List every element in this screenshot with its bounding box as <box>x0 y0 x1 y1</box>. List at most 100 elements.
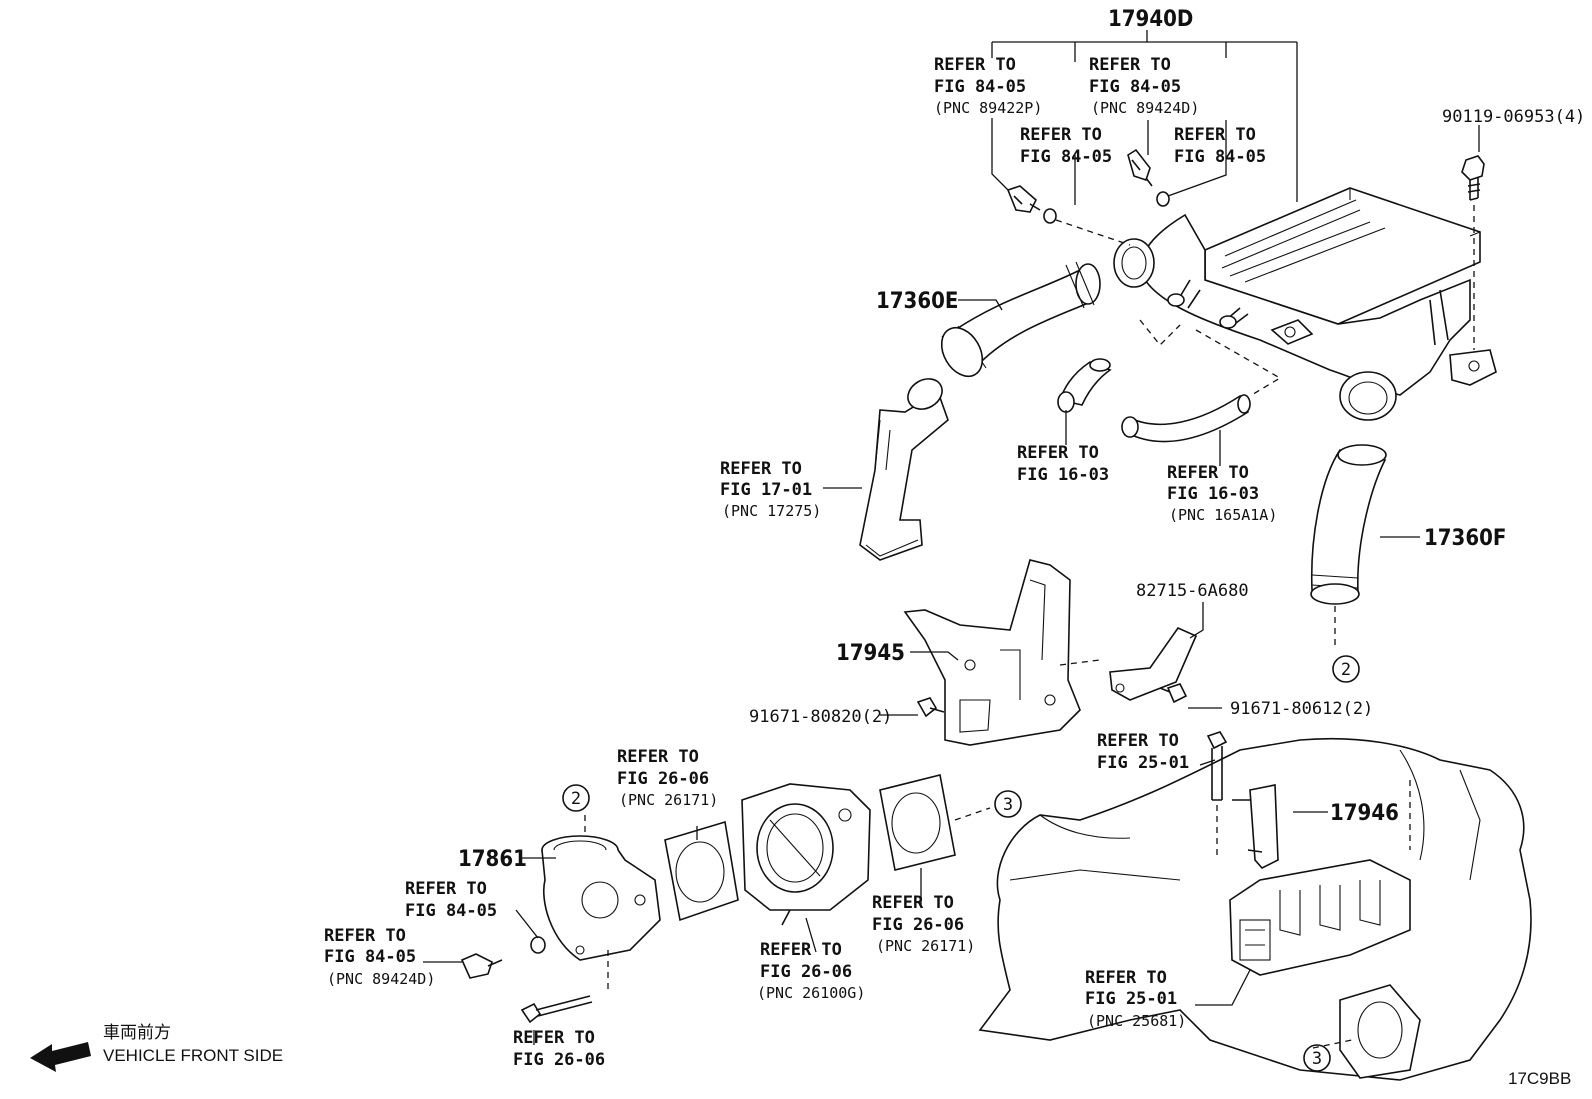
part-90119-06953: 90119-06953(4) <box>1442 107 1585 127</box>
ref-r9-line3: (PNC 26171) <box>619 791 718 809</box>
o-ring-a <box>1043 208 1057 224</box>
ref-r9: REFER TO FIG 26-06 (PNC 26171) <box>617 747 718 809</box>
ref-r12-line2: FIG 26-06 <box>760 962 852 982</box>
egr-cooler-25681 <box>1229 859 1411 976</box>
ref-r7-line1: REFER TO <box>1167 463 1249 483</box>
o-ring-b <box>1156 191 1170 207</box>
ref-r14-line2: FIG 25-01 <box>1085 989 1177 1009</box>
ref-r3: REFER TO FIG 84-05 <box>1020 125 1112 167</box>
part-17360f: 17360F <box>1424 526 1506 551</box>
callout-2b: 2 <box>1332 655 1360 683</box>
hose-16-03-a <box>1057 358 1112 413</box>
ref-r5-line1: REFER TO <box>720 459 802 479</box>
ref-r13: REFER TO FIG 26-06 (PNC 26171) <box>872 893 975 955</box>
part-17861: 17861 <box>458 847 527 872</box>
ref-r13-line1: REFER TO <box>872 893 954 913</box>
front-side-legend: 車両前方 VEHICLE FRONT SIDE <box>30 1023 283 1072</box>
ref-r6-line2: FIG 16-03 <box>1017 465 1109 485</box>
ref-r7-line2: FIG 16-03 <box>1167 484 1259 504</box>
bolt-91671-80820 <box>916 697 945 718</box>
ref-r12-line3: (PNC 26100G) <box>757 984 865 1002</box>
ref-r15-line1: REFER TO <box>513 1028 595 1048</box>
ref-r1-line3: (PNC 89422P) <box>934 99 1042 117</box>
ref-r12-line1: REFER TO <box>760 940 842 960</box>
ref-r2-line1: REFER TO <box>1089 55 1171 75</box>
pipe-17946 <box>1232 784 1279 869</box>
ref-r8-line1: REFER TO <box>1097 731 1179 751</box>
callout-2b-label: 2 <box>1341 660 1351 680</box>
sensor-89422p <box>1006 185 1041 213</box>
ref-r5-line3: (PNC 17275) <box>722 502 821 520</box>
ref-r11: REFER TO FIG 84-05 (PNC 89424D) <box>324 926 435 988</box>
ref-r7: REFER TO FIG 16-03 (PNC 165A1A) <box>1167 463 1277 524</box>
ref-r10-line2: FIG 84-05 <box>405 901 497 921</box>
ref-r14-line1: REFER TO <box>1085 968 1167 988</box>
sensor-89424d-left <box>460 953 503 979</box>
ref-r3-line1: REFER TO <box>1020 125 1102 145</box>
gasket-26171-a <box>664 820 739 922</box>
o-ring-c <box>530 936 546 954</box>
throttle-body-26100g <box>741 783 871 926</box>
hose-17360f <box>1310 444 1387 605</box>
callout-2a-label: 2 <box>571 789 581 809</box>
callout-3a: 3 <box>994 790 1022 818</box>
engine-block-outline <box>978 737 1532 1081</box>
ref-r4-line2: FIG 84-05 <box>1174 147 1266 167</box>
ref-r7-line3: (PNC 165A1A) <box>1169 506 1277 524</box>
ref-r4: REFER TO FIG 84-05 <box>1174 125 1266 167</box>
leader-lines <box>423 30 1480 1045</box>
callout-3b-label: 3 <box>1312 1049 1322 1069</box>
bracket-17945 <box>903 559 1081 746</box>
adapter-17861 <box>541 835 661 961</box>
ref-r13-line3: (PNC 26171) <box>876 937 975 955</box>
ref-r6: REFER TO FIG 16-03 <box>1017 443 1109 485</box>
gasket-bottom <box>1339 984 1421 1079</box>
ref-r2-line3: (PNC 89424D) <box>1091 99 1199 117</box>
ref-r14: REFER TO FIG 25-01 (PNC 25681) <box>1085 968 1186 1030</box>
ref-r2-line2: FIG 84-05 <box>1089 77 1181 97</box>
ref-r10: REFER TO FIG 84-05 <box>405 879 497 921</box>
ref-r11-line3: (PNC 89424D) <box>327 970 435 988</box>
gasket-26171-b <box>879 774 956 871</box>
ref-r1: REFER TO FIG 84-05 (PNC 89422P) <box>934 55 1042 117</box>
ref-r15: REFER TO FIG 26-06 <box>513 1028 605 1070</box>
part-91671-80820: 91671-80820(2) <box>749 707 892 727</box>
ref-r5: REFER TO FIG 17-01 (PNC 17275) <box>720 459 821 520</box>
ref-r8: REFER TO FIG 25-01 <box>1097 731 1189 773</box>
ref-r15-line2: FIG 26-06 <box>513 1050 605 1070</box>
part-17945: 17945 <box>836 641 905 666</box>
ref-r4-line1: REFER TO <box>1174 125 1256 145</box>
ref-r13-line2: FIG 26-06 <box>872 915 964 935</box>
ref-r9-line2: FIG 26-06 <box>617 769 709 789</box>
ref-r14-line3: (PNC 25681) <box>1087 1012 1186 1030</box>
bolt-26-06 <box>520 995 593 1024</box>
ref-r1-line2: FIG 84-05 <box>934 77 1026 97</box>
legend-english: VEHICLE FRONT SIDE <box>103 1046 283 1065</box>
ref-r9-line1: REFER TO <box>617 747 699 767</box>
ref-r8-line2: FIG 25-01 <box>1097 753 1189 773</box>
diagram-code: 17C9BB <box>1508 1069 1571 1088</box>
ref-r12: REFER TO FIG 26-06 (PNC 26100G) <box>757 940 865 1002</box>
part-91671-80612: 91671-80612(2) <box>1230 699 1373 719</box>
part-17946: 17946 <box>1330 801 1399 826</box>
ref-r1-line1: REFER TO <box>934 55 1016 75</box>
hose-16-03-b <box>1121 394 1251 443</box>
callout-3b: 3 <box>1303 1044 1331 1072</box>
bolt-90119-06953 <box>1461 155 1485 350</box>
ref-r2: REFER TO FIG 84-05 (PNC 89424D) <box>1089 55 1199 117</box>
bracket-82715-6a680 <box>1109 627 1198 701</box>
ref-r5-line2: FIG 17-01 <box>720 480 812 500</box>
intercooler-assembly <box>1113 187 1497 421</box>
ref-r6-line1: REFER TO <box>1017 443 1099 463</box>
arrow-left-icon <box>30 1042 91 1072</box>
sensor-89424d-top <box>1127 148 1153 187</box>
bolt-91671-80612 <box>1159 683 1188 704</box>
part-17360e: 17360E <box>876 289 958 314</box>
bolt-25-01 <box>1206 731 1228 860</box>
ref-r3-line2: FIG 84-05 <box>1020 147 1112 167</box>
callout-2a: 2 <box>562 784 590 812</box>
ref-r11-line2: FIG 84-05 <box>324 947 416 967</box>
legend-japanese: 車両前方 <box>103 1023 171 1042</box>
pipe-17275 <box>859 378 949 561</box>
